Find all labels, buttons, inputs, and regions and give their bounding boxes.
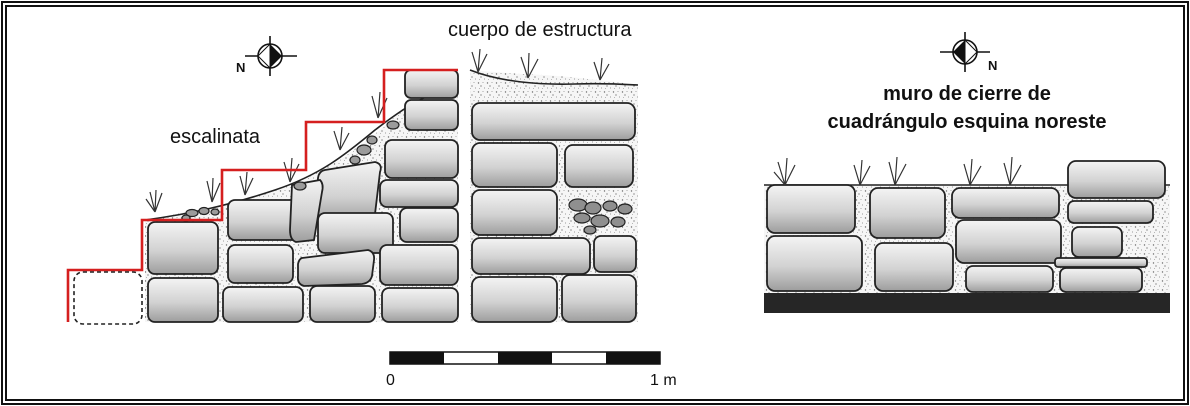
stair-label: escalinata xyxy=(170,126,261,148)
stone xyxy=(147,221,219,275)
structure-stones xyxy=(471,102,637,323)
rubble-stones xyxy=(181,120,400,222)
north-letter-left: N xyxy=(236,60,245,75)
stone xyxy=(404,69,459,99)
scale-start-label: 0 xyxy=(386,372,395,389)
stone xyxy=(379,179,459,208)
left-profile xyxy=(66,48,639,325)
stair-stones xyxy=(147,69,459,323)
stone xyxy=(1067,200,1154,224)
stone xyxy=(1059,267,1143,293)
stone xyxy=(1067,160,1166,199)
stone xyxy=(471,276,558,323)
stone xyxy=(564,144,634,188)
stone xyxy=(227,244,294,284)
scale-segment-dark xyxy=(390,352,444,364)
missing-stone-dashed xyxy=(73,271,143,325)
stone xyxy=(593,235,637,273)
stone xyxy=(1071,226,1123,258)
stone xyxy=(379,244,459,286)
structure-rubble xyxy=(568,198,633,235)
scale-segment-dark xyxy=(498,352,552,364)
stone xyxy=(381,287,459,323)
stone xyxy=(874,242,954,292)
north-arrow-left: N xyxy=(236,36,297,76)
stone xyxy=(399,207,459,243)
stone xyxy=(222,286,304,323)
stone xyxy=(1054,257,1148,268)
wall-stones xyxy=(766,160,1166,293)
structure-top-line xyxy=(469,69,639,86)
stone xyxy=(766,235,863,292)
stone xyxy=(955,219,1062,264)
north-letter-right: N xyxy=(988,58,997,73)
structure-grass xyxy=(471,48,610,81)
stone xyxy=(951,187,1060,219)
stone xyxy=(471,189,558,236)
inner-border xyxy=(5,5,1185,401)
wall-title-line1: muro de cierre de xyxy=(883,83,1051,105)
stone xyxy=(404,99,459,131)
stone xyxy=(309,285,376,323)
scale-end-label: 1 m xyxy=(650,372,677,389)
stair-outline-red xyxy=(66,68,458,322)
stone xyxy=(869,187,946,239)
wall-grass xyxy=(773,156,1022,186)
stone xyxy=(766,184,856,234)
structure-body-label: cuerpo de estructura xyxy=(448,19,632,41)
stone xyxy=(471,237,591,275)
wall-base-layer xyxy=(764,293,1170,313)
wall-title-line2: cuadrángulo esquina noreste xyxy=(828,111,1107,133)
stone xyxy=(561,274,637,323)
right-wall-profile xyxy=(764,156,1170,313)
north-arrow-right: N xyxy=(940,32,997,73)
stone xyxy=(384,139,459,179)
stone xyxy=(289,179,324,243)
stone xyxy=(965,265,1054,293)
scale-segment-dark xyxy=(606,352,660,364)
stone xyxy=(471,102,636,141)
stone xyxy=(471,142,558,188)
scale-bar: 0 1 m xyxy=(386,351,677,389)
stone xyxy=(147,277,219,323)
stone xyxy=(296,249,376,287)
grass-tufts xyxy=(145,91,388,213)
